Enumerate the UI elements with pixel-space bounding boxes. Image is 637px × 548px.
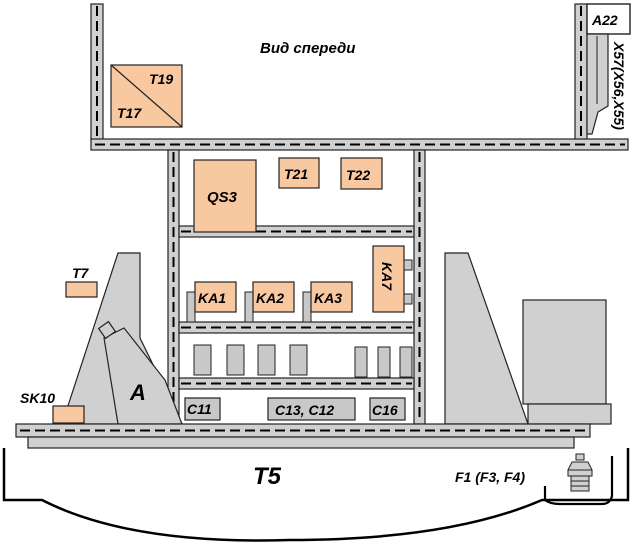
fuse-f1-icon — [567, 453, 593, 492]
label-c13-c12: C13, C12 — [275, 402, 334, 418]
right-equipment-base — [527, 403, 612, 425]
label-qs3: QS3 — [207, 189, 238, 206]
label-ka3: KA3 — [314, 290, 342, 306]
label-t19: T19 — [149, 71, 173, 87]
ka7-terminal-top — [403, 259, 413, 271]
fuse-pocket — [543, 456, 614, 506]
grey-block-6 — [377, 346, 391, 378]
label-sk10: SK10 — [20, 390, 55, 406]
grey-block-7 — [399, 346, 413, 378]
label-ka1: KA1 — [198, 290, 226, 306]
grey-block-2 — [226, 344, 245, 376]
shelf-3 — [178, 377, 415, 390]
component-ka1 — [194, 281, 237, 313]
label-c11: C11 — [187, 401, 212, 417]
grey-block-4 — [289, 344, 308, 376]
label-t7: T7 — [72, 265, 90, 281]
ka2-side-block — [244, 291, 254, 323]
label-ka2: KA2 — [256, 290, 284, 306]
transformer-t5-housing — [2, 448, 630, 542]
component-a-body — [103, 327, 183, 425]
label-t5: T5 — [253, 463, 282, 490]
ka3-side-block — [302, 291, 312, 323]
label-c16: C16 — [372, 402, 398, 418]
grey-block-3 — [257, 344, 276, 376]
view-title: Вид спереди — [260, 40, 355, 57]
label-a22: A22 — [591, 12, 618, 28]
label-x57: X57(X56,X55) — [611, 41, 627, 130]
ka1-side-block — [186, 291, 196, 323]
component-t22 — [340, 157, 383, 190]
component-ka2 — [252, 281, 295, 313]
base-plate — [27, 436, 575, 449]
component-ka7 — [372, 245, 405, 313]
component-ka3 — [310, 281, 353, 313]
right-equipment-box — [522, 299, 607, 405]
label-t17: T17 — [117, 105, 142, 121]
label-ka7: KA7 — [379, 262, 395, 291]
component-t21 — [278, 157, 320, 189]
label-a: A — [129, 380, 146, 405]
label-t21: T21 — [284, 166, 308, 182]
grey-block-1 — [193, 344, 212, 376]
component-c13-c12 — [267, 397, 356, 421]
right-support — [444, 252, 529, 425]
component-a22 — [586, 3, 631, 35]
ka7-terminal-bottom — [403, 293, 413, 305]
label-t22: T22 — [346, 167, 370, 183]
component-a-cap — [97, 320, 117, 340]
label-f1: F1 (F3, F4) — [455, 469, 525, 485]
component-t7 — [65, 281, 98, 298]
component-sk10 — [52, 405, 85, 424]
component-c11 — [184, 397, 221, 421]
shelf-1 — [178, 225, 415, 238]
grey-block-5 — [354, 346, 368, 378]
shelf-2 — [178, 321, 415, 334]
component-qs3 — [193, 159, 257, 233]
component-c16 — [369, 397, 406, 421]
